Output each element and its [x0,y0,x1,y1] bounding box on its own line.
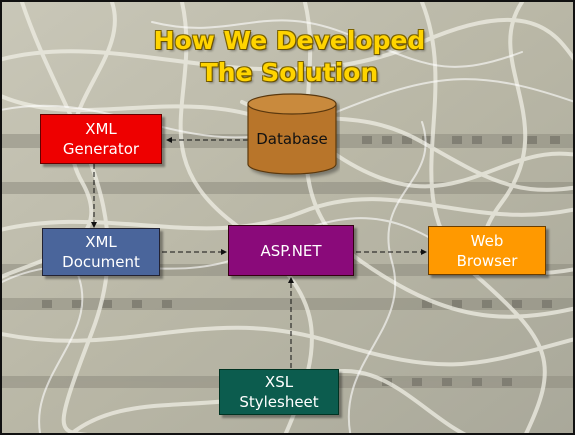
xsl-stylesheet-label: XSL Stylesheet [239,373,319,411]
aspnet-label: ASP.NET [260,241,322,260]
aspnet-box: ASP.NET [228,225,354,276]
slide-title-line-2: The Solution [200,58,379,87]
xsl-stylesheet-box: XSL Stylesheet [219,369,339,415]
xml-document-label: XML Document [62,233,140,271]
web-browser-label: Web Browser [456,231,518,270]
xml-generator-box: XML Generator [40,114,162,164]
web-browser-box: Web Browser [428,226,546,275]
xml-document-box: XML Document [42,228,160,276]
xml-generator-label: XML Generator [62,120,140,158]
database-cylinder [247,93,337,175]
database-label: Database [256,130,328,148]
slide-title-line-1: How We Developed [153,26,426,55]
